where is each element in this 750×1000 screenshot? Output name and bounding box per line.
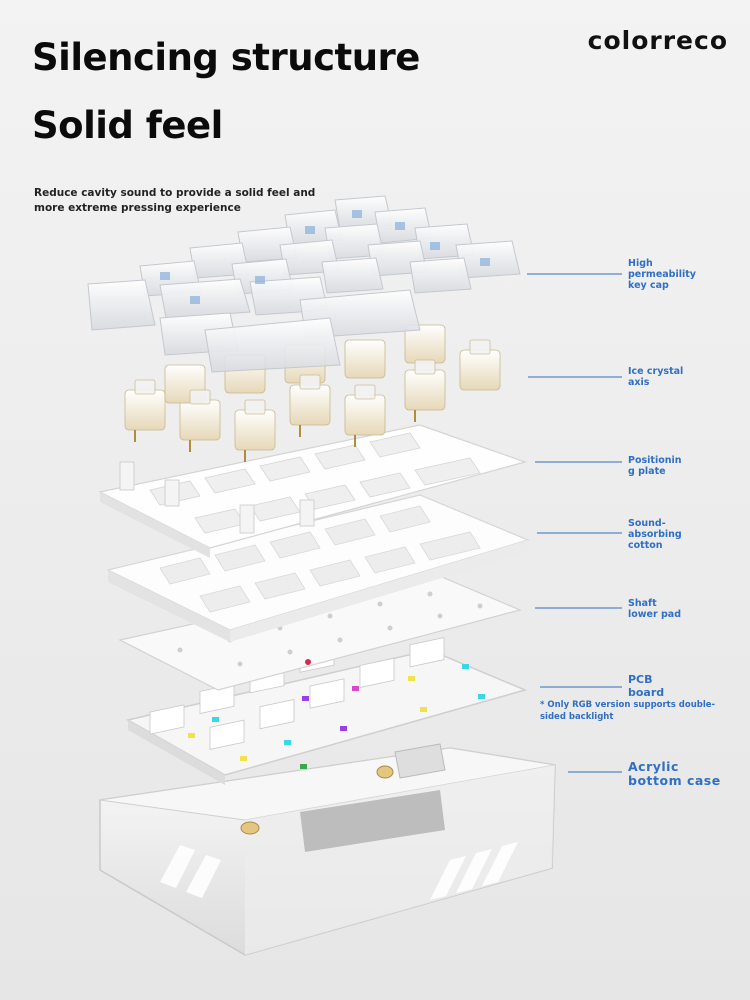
- label-keycap: High permeability key cap: [628, 258, 696, 291]
- label-pad: Shaft lower pad: [628, 598, 682, 620]
- keycap-layer: [87, 195, 521, 373]
- label-switch: Ice crystal axis: [628, 366, 684, 388]
- positioning-plate-layer: [98, 424, 528, 558]
- brand-logo: colorreco: [587, 26, 728, 55]
- label-pcb: PCB board: [628, 673, 665, 699]
- label-case: Acrylic bottom case: [628, 759, 721, 788]
- headline-primary: Silencing structure: [32, 36, 420, 79]
- cotton-layer: [106, 494, 530, 642]
- label-plate: Positioning plate: [628, 455, 682, 477]
- lower-pad-layer: [118, 571, 522, 691]
- pcb-note: * Only RGB version supports double-sided…: [540, 700, 716, 722]
- headline-secondary: Solid feel: [32, 104, 223, 147]
- subheadline: Reduce cavity sound to provide a solid f…: [34, 187, 316, 214]
- acrylic-case-layer: [99, 743, 556, 956]
- callout-leaders: [527, 273, 622, 773]
- label-cotton: Sound-absorbing cotton: [628, 518, 682, 551]
